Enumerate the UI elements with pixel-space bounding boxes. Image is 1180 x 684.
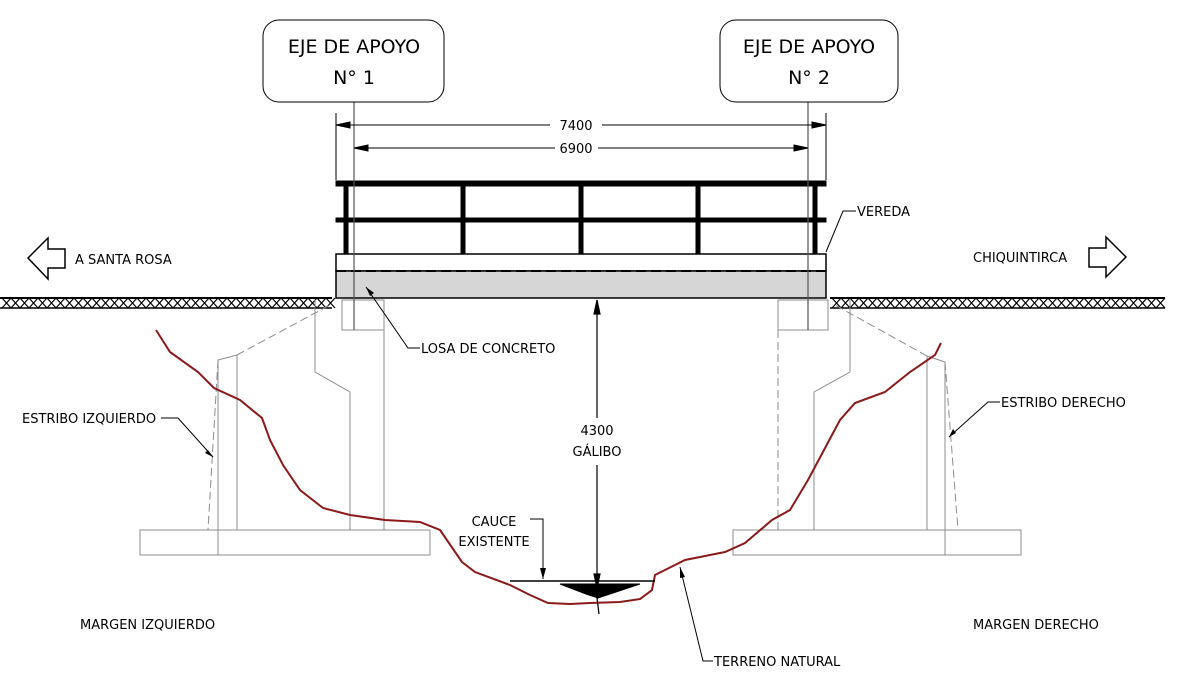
svg-text:GÁLIBO: GÁLIBO — [573, 444, 622, 460]
natural-terrain-profile — [155, 329, 942, 606]
svg-text:ESTRIBO DERECHO: ESTRIBO DERECHO — [1001, 396, 1126, 411]
railing — [335, 180, 827, 255]
svg-text:4300: 4300 — [580, 424, 613, 439]
arrow-left-icon — [26, 236, 66, 281]
svg-text:ESTRIBO IZQUIERDO: ESTRIBO IZQUIERDO — [22, 412, 156, 427]
support-label-2: EJE DE APOYO N° 2 — [719, 19, 899, 103]
svg-text:TERRENO NATURAL: TERRENO NATURAL — [713, 655, 841, 670]
svg-text:CAUCE: CAUCE — [472, 515, 517, 530]
dimension-6900: 6900 — [353, 142, 809, 157]
label-margen-izquierdo: MARGEN IZQUIERDO — [80, 618, 215, 633]
label-vereda: VEREDA — [825, 205, 910, 253]
svg-text:EJE DE APOYO: EJE DE APOYO — [288, 36, 420, 58]
label-losa: LOSA DE CONCRETO — [365, 286, 555, 357]
svg-text:EJE DE APOYO: EJE DE APOYO — [743, 36, 875, 58]
svg-text:N° 2: N° 2 — [788, 67, 830, 89]
left-abutment — [139, 299, 431, 556]
arrow-right-icon — [1088, 235, 1128, 279]
deck-slab — [335, 253, 827, 299]
svg-text:N° 1: N° 1 — [333, 67, 375, 89]
dimension-7400: 7400 — [335, 113, 827, 180]
riverbed-water-symbol — [510, 580, 655, 615]
right-abutment — [732, 299, 1022, 556]
label-terreno: TERRENO NATURAL — [679, 566, 841, 670]
ground-line — [0, 297, 1166, 309]
label-estribo-izquierdo: ESTRIBO IZQUIERDO — [22, 412, 214, 458]
dimension-clearance: 4300 GÁLIBO — [573, 299, 622, 589]
direction-right-label: CHIQUINTIRCA — [973, 251, 1067, 266]
svg-text:VEREDA: VEREDA — [857, 205, 910, 220]
svg-text:6900: 6900 — [559, 142, 592, 157]
support-label-1: EJE DE APOYO N° 1 — [262, 19, 445, 103]
direction-left-label: A SANTA ROSA — [75, 253, 172, 268]
label-estribo-derecho: ESTRIBO DERECHO — [948, 396, 1126, 438]
label-cauce: CAUCE EXISTENTE — [458, 515, 546, 579]
svg-text:LOSA DE CONCRETO: LOSA DE CONCRETO — [421, 342, 555, 357]
svg-text:7400: 7400 — [559, 119, 592, 134]
label-margen-derecho: MARGEN DERECHO — [973, 618, 1099, 633]
svg-text:EXISTENTE: EXISTENTE — [458, 535, 529, 550]
